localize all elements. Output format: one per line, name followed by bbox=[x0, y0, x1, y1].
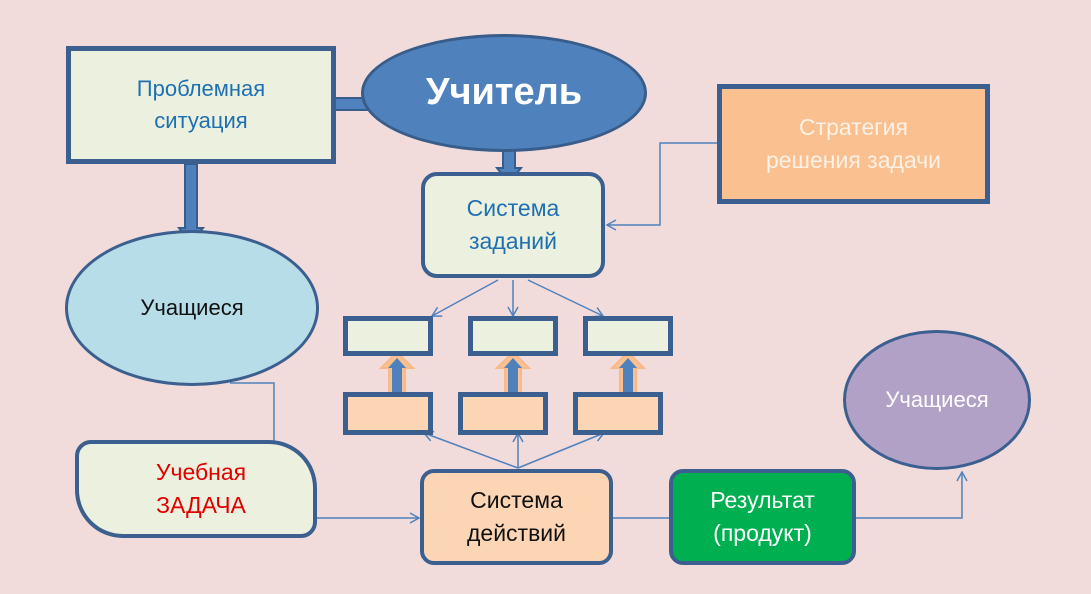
edge-result-to-students bbox=[856, 470, 968, 519]
problem-situation-label: Проблемная ситуация bbox=[136, 76, 266, 133]
students-start-ellipse: Учащиеся bbox=[65, 230, 319, 386]
edge-task-system-to-subtask-3 bbox=[527, 279, 605, 318]
strategy-label: Стратегия решения задачи bbox=[765, 113, 942, 173]
sub-action-box bbox=[343, 392, 433, 435]
teacher-label: Учитель bbox=[425, 71, 583, 114]
sub-task-box bbox=[583, 316, 673, 356]
sub-task-box bbox=[468, 316, 558, 356]
problem-situation-box: Проблемная ситуация bbox=[66, 46, 336, 164]
edge-actions-to-subaction-3 bbox=[517, 431, 606, 469]
strategy-box: Стратегия решения задачи bbox=[717, 84, 990, 204]
sub-action-box bbox=[458, 392, 548, 435]
result-box: Результат (продукт) bbox=[669, 469, 856, 565]
edge-task-system-to-subtask-1 bbox=[430, 279, 499, 317]
students-end-label: Учащиеся bbox=[885, 387, 989, 413]
teacher-ellipse: Учитель bbox=[361, 34, 647, 152]
students-end-ellipse: Учащиеся bbox=[843, 330, 1031, 470]
sub-action-box bbox=[573, 392, 663, 435]
result-label: Результат (продукт) bbox=[710, 486, 815, 546]
block-arrow-up-3 bbox=[609, 350, 647, 396]
action-system-label: Система действий bbox=[466, 486, 566, 546]
action-system-box: Система действий bbox=[420, 469, 613, 565]
edge-strategy-to-task-system bbox=[605, 142, 717, 231]
edge-actions-to-subaction-1 bbox=[422, 430, 519, 469]
learning-task-box: Учебная ЗАДАЧА bbox=[75, 440, 317, 538]
learning-task-label: Учебная ЗАДАЧА bbox=[155, 458, 247, 518]
task-system-box: Система заданий bbox=[421, 172, 605, 278]
sub-task-box bbox=[343, 316, 433, 356]
students-start-label: Учащиеся bbox=[140, 295, 244, 321]
task-system-label: Система заданий bbox=[466, 194, 560, 254]
block-arrow-up-1 bbox=[378, 350, 416, 396]
block-arrow-up-2 bbox=[494, 350, 532, 396]
